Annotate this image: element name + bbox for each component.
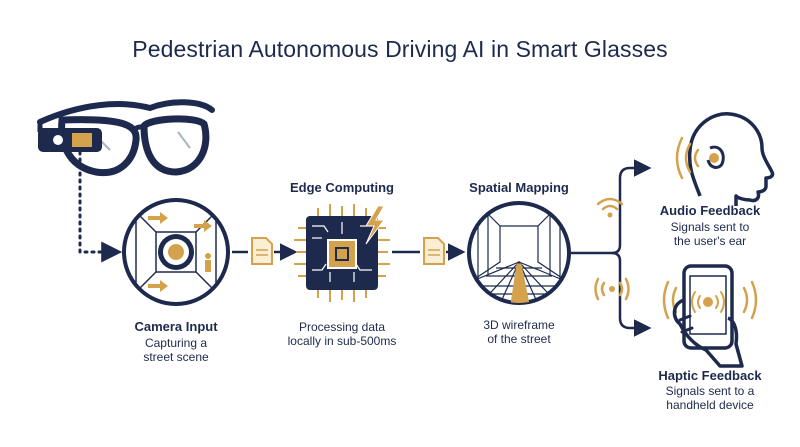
cpu-chip-icon — [294, 204, 390, 302]
branch-connector — [571, 159, 652, 337]
camera-aperture-icon — [122, 198, 230, 306]
edge-computing-label: Edge Computing — [290, 180, 394, 195]
audio-feedback-label: Audio Feedback — [659, 203, 761, 218]
wireframe-street-icon — [467, 201, 571, 305]
haptic-desc-line: Signals sent to a — [665, 384, 755, 398]
phone-vibration-icon — [662, 264, 758, 368]
camera-input-label: Camera Input — [134, 319, 218, 334]
edge-computing-description: Processing data locally in sub-500ms — [272, 320, 412, 348]
spatial-mapping-label: Spatial Mapping — [469, 180, 569, 195]
haptic-desc-line: handheld device — [666, 398, 754, 412]
camera-desc-line: Capturing a — [144, 336, 208, 350]
spatial-desc-line: of the street — [487, 332, 551, 346]
audio-desc-line: the user's ear — [673, 234, 747, 248]
vibration-signal-icon — [594, 277, 630, 301]
audio-feedback-description: Signals sent to the user's ear — [640, 220, 780, 248]
edge-desc-line: locally in sub-500ms — [287, 334, 397, 348]
data-document-icon — [251, 237, 273, 265]
smart-glasses-icon — [37, 99, 215, 177]
spatial-desc-line: 3D wireframe — [483, 318, 555, 332]
spatial-mapping-description: 3D wireframe of the street — [449, 318, 589, 346]
head-ear-icon — [675, 112, 775, 206]
data-document-icon — [423, 237, 445, 265]
wireless-signal-icon — [596, 197, 624, 218]
audio-desc-line: Signals sent to — [670, 220, 750, 234]
camera-input-description: Capturing a street scene — [106, 336, 246, 364]
page-title: Pedestrian Autonomous Driving AI in Smar… — [132, 36, 668, 62]
haptic-feedback-description: Signals sent to a handheld device — [640, 384, 780, 412]
haptic-feedback-label: Haptic Feedback — [658, 368, 762, 383]
edge-desc-line: Processing data — [298, 320, 386, 334]
camera-desc-line: street scene — [143, 350, 209, 364]
